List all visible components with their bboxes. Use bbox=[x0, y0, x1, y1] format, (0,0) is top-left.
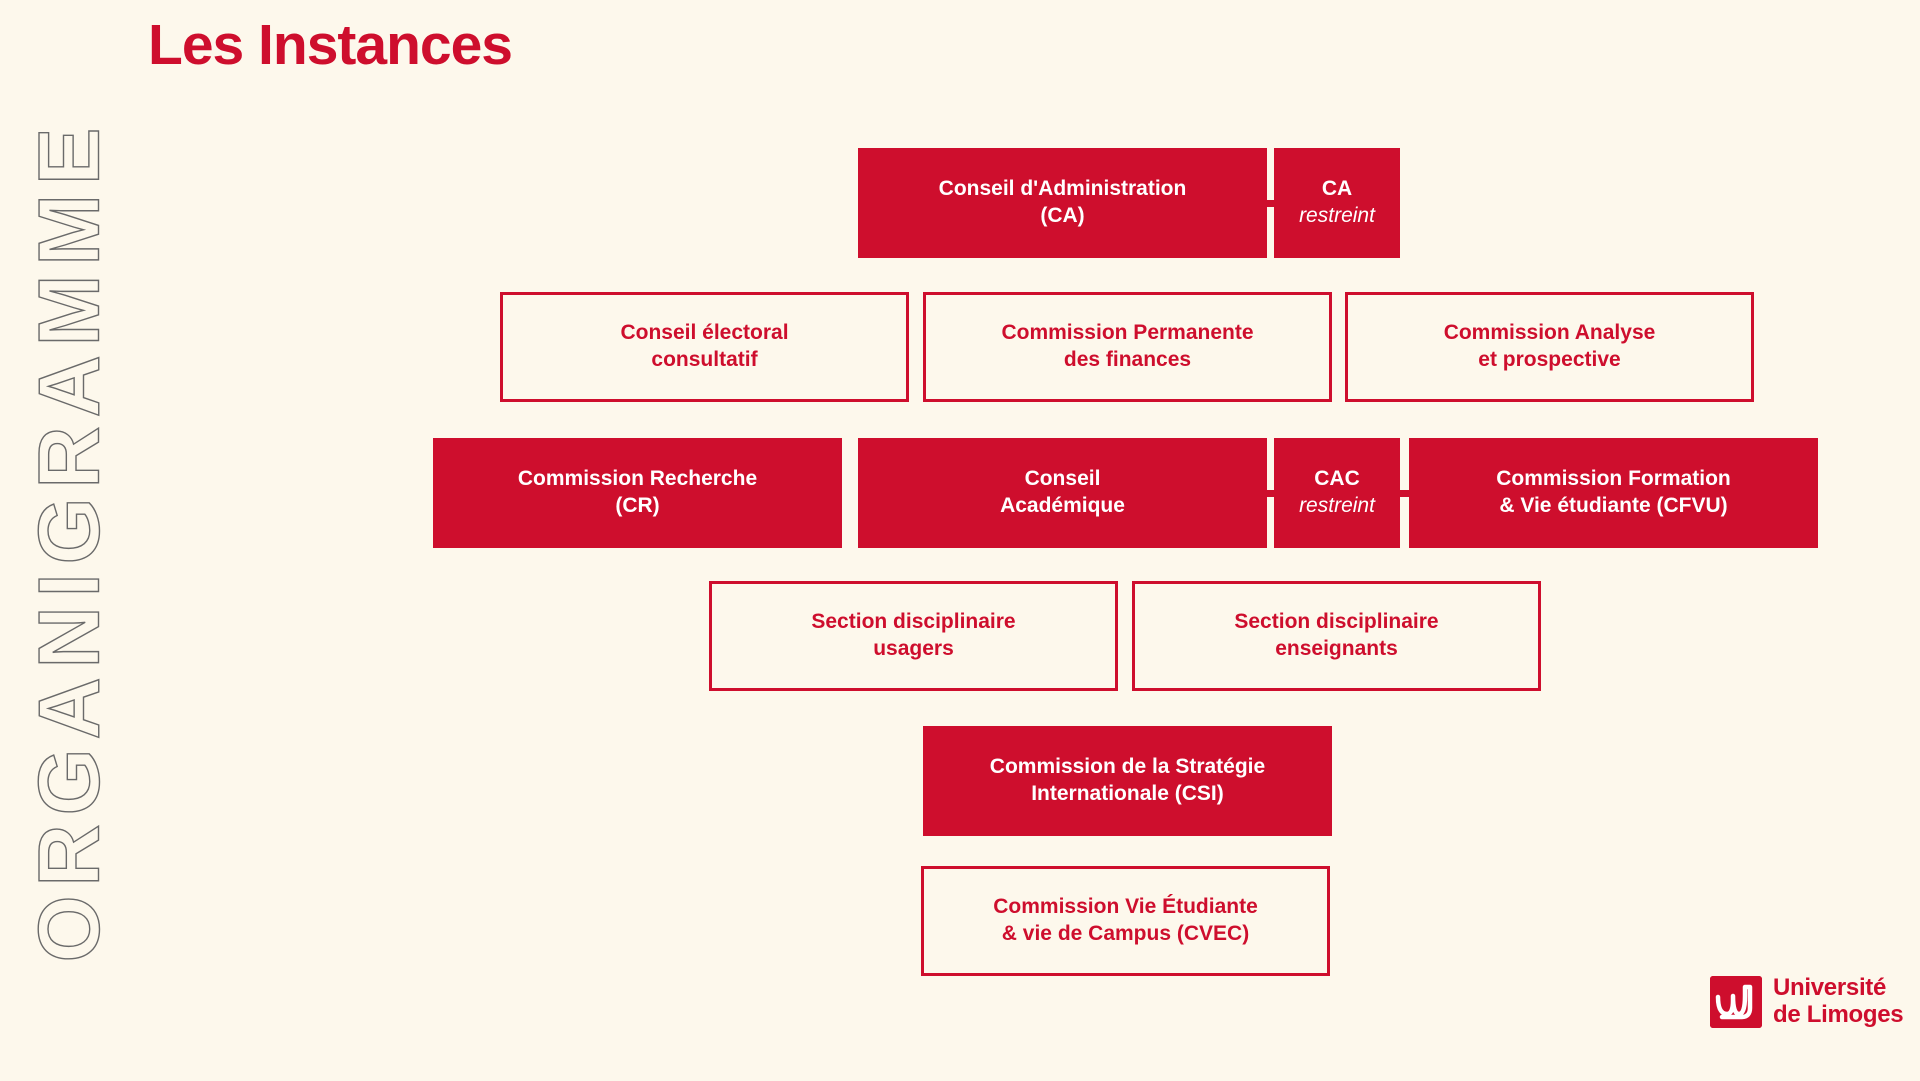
node-label-line1: Section disciplinaire bbox=[811, 610, 1016, 634]
logo-line1: Université bbox=[1773, 974, 1887, 1001]
connector-cac-right bbox=[1400, 490, 1409, 497]
node-label-line1: Commission Formation bbox=[1496, 467, 1731, 491]
node-label-line2: consultatif bbox=[651, 348, 758, 371]
node-label-line1: Conseil bbox=[1024, 467, 1101, 491]
node-conseil-academique[interactable]: Conseil Académique bbox=[858, 438, 1267, 548]
node-label-line2: restreint bbox=[1299, 494, 1375, 517]
node-label-line2: Internationale (CSI) bbox=[1031, 782, 1224, 805]
node-label-line1: Section disciplinaire bbox=[1234, 610, 1439, 634]
node-label-line2: Académique bbox=[1000, 494, 1125, 517]
node-label-line1: Commission Recherche bbox=[517, 467, 758, 491]
node-conseil-electoral-consultatif[interactable]: Conseil électoral consultatif bbox=[500, 292, 909, 402]
node-label-line2: usagers bbox=[873, 637, 954, 660]
connector-cac-left bbox=[1267, 490, 1274, 497]
node-label-line1: CAC bbox=[1314, 467, 1360, 491]
node-commission-strategie-internationale[interactable]: Commission de la Stratégie International… bbox=[923, 726, 1332, 836]
node-section-disciplinaire-enseignants[interactable]: Section disciplinaire enseignants bbox=[1132, 581, 1541, 691]
node-label-line2: (CR) bbox=[615, 494, 660, 517]
university-logo: Université de Limoges bbox=[1710, 974, 1904, 1029]
page-title: Les Instances bbox=[148, 13, 513, 77]
node-commission-permanente-finances[interactable]: Commission Permanente des finances bbox=[923, 292, 1332, 402]
logo-line2: de Limoges bbox=[1773, 1000, 1904, 1028]
node-section-disciplinaire-usagers[interactable]: Section disciplinaire usagers bbox=[709, 581, 1118, 691]
node-label-line2: & Vie étudiante (CFVU) bbox=[1499, 494, 1728, 517]
node-label-line1: CA bbox=[1321, 177, 1353, 201]
node-label-line2: (CA) bbox=[1040, 204, 1085, 227]
ul-monogram-icon bbox=[1710, 975, 1762, 1028]
node-label-line2: enseignants bbox=[1275, 637, 1398, 660]
node-commission-recherche[interactable]: Commission Recherche (CR) bbox=[433, 438, 842, 548]
node-conseil-administration[interactable]: Conseil d'Administration (CA) bbox=[858, 148, 1267, 258]
university-logo-text: Université de Limoges bbox=[1773, 974, 1904, 1029]
node-label-line1: Commission Permanente bbox=[1001, 321, 1254, 345]
node-commission-formation-vie-etudiante[interactable]: Commission Formation & Vie étudiante (CF… bbox=[1409, 438, 1818, 548]
node-commission-analyse-prospective[interactable]: Commission Analyse et prospective bbox=[1345, 292, 1754, 402]
node-cac-restreint[interactable]: CAC restreint bbox=[1274, 438, 1400, 548]
node-label-line1: Commission Vie Étudiante bbox=[993, 895, 1258, 919]
node-label-line1: Conseil d'Administration bbox=[938, 177, 1187, 201]
node-label-line1: Commission Analyse bbox=[1443, 321, 1656, 345]
node-ca-restreint[interactable]: CA restreint bbox=[1274, 148, 1400, 258]
node-label-line1: Conseil électoral bbox=[620, 321, 789, 345]
node-label-line2: restreint bbox=[1299, 204, 1375, 227]
node-commission-vie-etudiante-campus[interactable]: Commission Vie Étudiante & vie de Campus… bbox=[921, 866, 1330, 976]
node-label-line2: des finances bbox=[1063, 348, 1192, 371]
node-label-line1: Commission de la Stratégie bbox=[989, 755, 1266, 779]
node-label-line2: & vie de Campus (CVEC) bbox=[1001, 922, 1250, 945]
node-label-line2: et prospective bbox=[1478, 348, 1621, 371]
connector-ca-to-ca-restreint bbox=[1267, 200, 1274, 207]
